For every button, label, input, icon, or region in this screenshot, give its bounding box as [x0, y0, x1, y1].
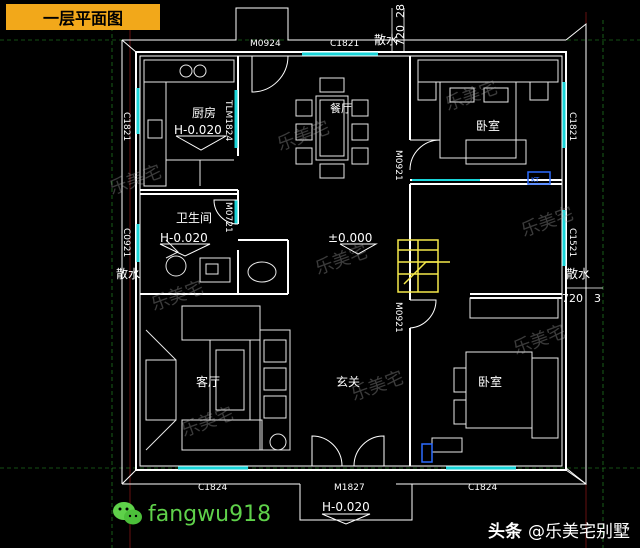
wechat-icon [112, 500, 144, 528]
window-bed-se: C1824 [468, 483, 497, 493]
drain-right: 散水 [566, 266, 590, 281]
window-bath-side: C0921 [121, 228, 131, 257]
kitchen-counters [143, 59, 235, 187]
bedroom-se-furniture [431, 297, 559, 453]
window-bed-ne-side: C1821 [567, 112, 577, 141]
foyer-label: 玄关 [336, 374, 360, 389]
brand-handle: fangwu918 [148, 501, 272, 527]
bedroom-ne-label: 卧室 [476, 118, 500, 133]
dining-set [295, 77, 369, 179]
door-swings [213, 55, 441, 467]
exterior-walls [135, 51, 567, 471]
dim-720-top: 720 [394, 25, 407, 46]
stair-symbol [397, 239, 450, 293]
door-entry: M1827 [334, 483, 365, 493]
footer-source: 头条 [488, 522, 522, 542]
hall-level: ±0.000 [328, 231, 372, 245]
door-bed-ne: M0921 [393, 150, 403, 181]
drain-top: 散水 [374, 32, 398, 47]
door-kitchen: TLM1824 [223, 99, 233, 141]
door-rear: M0924 [250, 39, 281, 49]
bath-fixtures [165, 239, 277, 283]
dim-720-right: 720 [562, 292, 583, 305]
door-bath: M0721 [223, 202, 233, 233]
kitchen-level: H-0.020 [174, 123, 222, 137]
living-label: 客厅 [196, 374, 220, 389]
bedroom-ne-furniture [417, 59, 559, 165]
ac-label: KT [531, 176, 540, 184]
level-markers [159, 135, 378, 525]
bathroom-level: H-0.020 [160, 231, 208, 245]
dimension-lines [391, 8, 603, 289]
bedroom-se-label: 卧室 [478, 374, 502, 389]
dim-3: 3 [594, 292, 601, 305]
ac-units [421, 171, 551, 463]
footer-credit: 头条 @乐美宅别墅 [488, 517, 630, 542]
door-bed-se: M0921 [393, 302, 403, 333]
window-kitchen-side: C1821 [121, 112, 131, 141]
footer-author: @乐美宅别墅 [528, 522, 630, 542]
window-east-mid: C1521 [567, 228, 577, 257]
wechat-brand: fangwu918 [112, 500, 271, 528]
kitchen-label: 厨房 [192, 105, 216, 120]
plan-title-badge: 一层平面图 [6, 4, 160, 30]
bathroom-label: 卫生间 [176, 211, 212, 225]
living-room-set [145, 305, 291, 451]
grid-lines [0, 20, 640, 548]
window-living: C1824 [198, 483, 227, 493]
dim-28: 28 [394, 4, 407, 18]
dining-label: 餐厅 [330, 101, 352, 115]
windows [136, 52, 566, 470]
drain-left: 散水 [116, 266, 140, 281]
window-top: C1821 [330, 39, 359, 49]
entry-level: H-0.020 [322, 500, 370, 514]
plan-labels: 厨房 H-0.020 餐厅 卧室 卫生间 H-0.020 ±0.000 客厅 玄… [116, 4, 601, 514]
